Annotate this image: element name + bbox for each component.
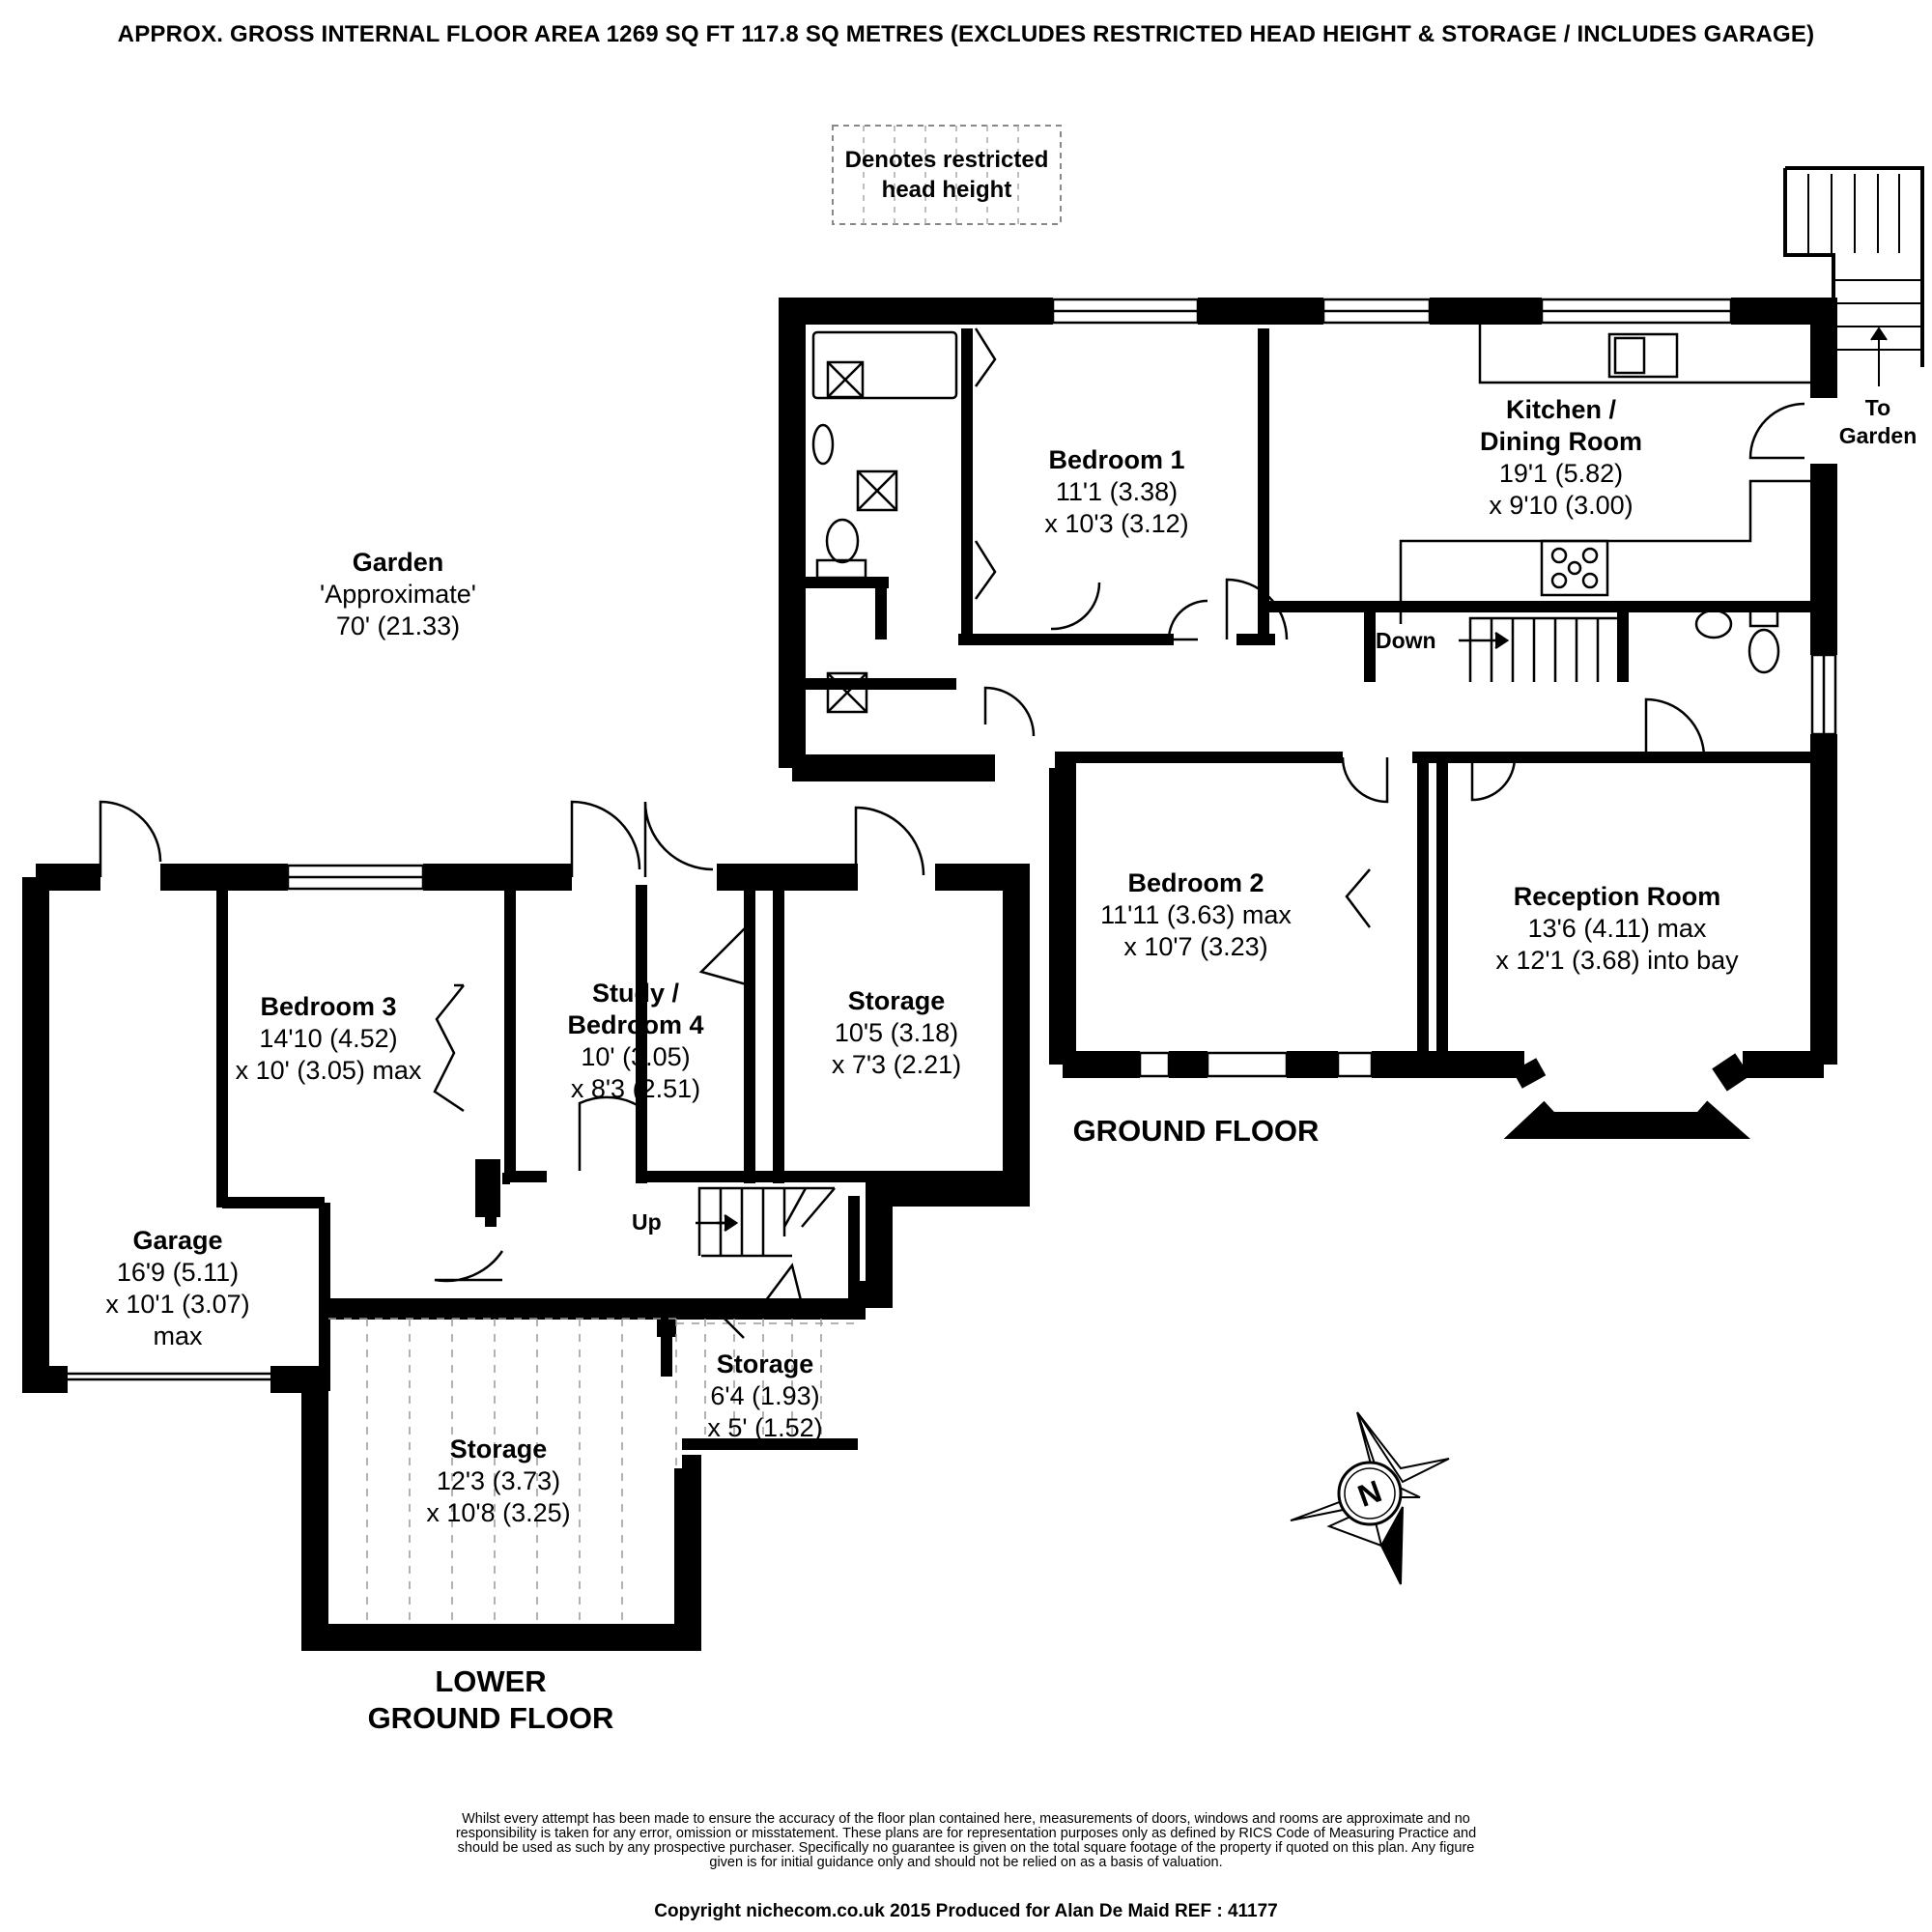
kitchen-dim-1: 19'1 (5.82): [1498, 459, 1624, 488]
kitchen-name-2: Dining Room: [1480, 427, 1642, 456]
storage-c-dim-1: 6'4 (1.93): [710, 1381, 820, 1410]
up-label: Up: [632, 1209, 662, 1235]
restricted-legend-box: [832, 125, 1062, 225]
bedroom2-dim-2: x 10'7 (3.23): [1123, 932, 1268, 961]
study-dim-2: x 8'3 (2.51): [570, 1074, 701, 1103]
kitchen-dim-2: x 9'10 (3.00): [1489, 491, 1634, 520]
storage-b-dim-1: 12'3 (3.73): [436, 1466, 561, 1495]
storage-b-dim-2: x 10'8 (3.25): [426, 1498, 571, 1527]
to-garden-2: Garden: [1838, 423, 1918, 448]
ground-floor-interior-walls: [802, 328, 1826, 1065]
lower-ground-floor-doors: [99, 800, 925, 1339]
garage-label: Garage 16'9 (5.11) x 10'1 (3.07) max: [105, 1225, 249, 1352]
ground-floor-title: GROUND FLOOR: [1072, 1114, 1320, 1148]
bedroom1-dim-1: 11'1 (3.38): [1055, 477, 1179, 506]
lower-ground-floor-title-2: GROUND FLOOR: [367, 1701, 614, 1735]
lower-ground-floor-interior-walls: [216, 885, 1010, 1450]
ground-floor-windows: [1051, 298, 1837, 1078]
storage-b-name: Storage: [449, 1435, 548, 1463]
lower-ground-floor-walls: [22, 864, 1030, 1651]
bedroom1-name: Bedroom 1: [1048, 445, 1185, 474]
bedroom3-dim-2: x 10' (3.05) max: [235, 1056, 422, 1085]
ground-floor-doors: [974, 327, 1805, 928]
bedroom1-label: Bedroom 1 11'1 (3.38) x 10'3 (3.12): [1044, 444, 1188, 540]
garden-steps: [1783, 166, 1924, 390]
study-dim-1: 10' (3.05): [581, 1042, 691, 1071]
restricted-height-legend: Denotes restricted head height: [833, 126, 1061, 224]
legend-line-1: Denotes restricted: [844, 147, 1049, 173]
to-garden-label: To Garden: [1839, 394, 1918, 450]
garden-size: 70' (21.33): [335, 611, 461, 640]
lower-ground-floor-title: LOWER GROUND FLOOR: [368, 1663, 614, 1737]
copyright-text: Copyright nichecom.co.uk 2015 Produced f…: [654, 1901, 1278, 1921]
to-garden-1: To: [1864, 395, 1891, 420]
study-name-2: Bedroom 4: [567, 1010, 704, 1039]
storage-a-name: Storage: [847, 986, 946, 1015]
kitchen-name-1: Kitchen /: [1505, 395, 1617, 424]
study-name-1: Study /: [591, 979, 679, 1008]
bedroom1-dim-2: x 10'3 (3.12): [1044, 509, 1189, 538]
storage-c-dim-2: x 5' (1.52): [707, 1413, 823, 1442]
legend-line-2: head height: [881, 177, 1012, 203]
storage-a-label: Storage 10'5 (3.18) x 7'3 (2.21): [832, 985, 961, 1081]
disclaimer-text: Whilst every attempt has been made to en…: [455, 1811, 1477, 1870]
kitchen-label: Kitchen / Dining Room 19'1 (5.82) x 9'10…: [1480, 394, 1642, 522]
garage-dim-3: max: [153, 1321, 203, 1350]
reception-dim-2: x 12'1 (3.68) into bay: [1495, 946, 1739, 975]
bedroom2-label: Bedroom 2 11'11 (3.63) max x 10'7 (3.23): [1100, 867, 1292, 963]
storage-a-dim-1: 10'5 (3.18): [834, 1018, 959, 1047]
stairs-down: [1468, 616, 1621, 682]
lower-ground-floor-title-1: LOWER: [435, 1664, 547, 1698]
garden-note: 'Approximate': [320, 580, 476, 609]
garage-dim-2: x 10'1 (3.07): [105, 1290, 250, 1319]
storage-a-dim-2: x 7'3 (2.21): [831, 1050, 962, 1079]
garden-name: Garden: [352, 548, 444, 577]
garden-label: Garden 'Approximate' 70' (21.33): [320, 547, 476, 642]
floor-area-header: APPROX. GROSS INTERNAL FLOOR AREA 1269 S…: [117, 21, 1815, 47]
bedroom3-name: Bedroom 3: [260, 992, 397, 1021]
storage-c-label: Storage 6'4 (1.93) x 5' (1.52): [707, 1349, 822, 1444]
reception-dim-1: 13'6 (4.11) max: [1527, 914, 1707, 943]
bedroom3-dim-1: 14'10 (4.52): [259, 1024, 398, 1053]
compass-rose: [1290, 1411, 1450, 1585]
garage-name: Garage: [132, 1226, 223, 1255]
storage-c-name: Storage: [716, 1350, 814, 1378]
bedroom3-label: Bedroom 3 14'10 (4.52) x 10' (3.05) max: [236, 991, 422, 1087]
reception-label: Reception Room 13'6 (4.11) max x 12'1 (3…: [1495, 881, 1738, 977]
kitchen-counters: [1399, 325, 1812, 674]
restricted-height-hatch: [328, 1318, 854, 1625]
down-label: Down: [1376, 628, 1436, 653]
bedroom2-name: Bedroom 2: [1127, 868, 1264, 897]
reception-name: Reception Room: [1513, 882, 1721, 911]
storage-b-label: Storage 12'3 (3.73) x 10'8 (3.25): [426, 1434, 570, 1529]
garage-dim-1: 16'9 (5.11): [116, 1258, 240, 1287]
bathroom-fixtures: [811, 330, 958, 714]
bedroom2-dim-1: 11'11 (3.63) max: [1100, 900, 1292, 929]
study-label: Study / Bedroom 4 10' (3.05) x 8'3 (2.51…: [567, 978, 703, 1105]
